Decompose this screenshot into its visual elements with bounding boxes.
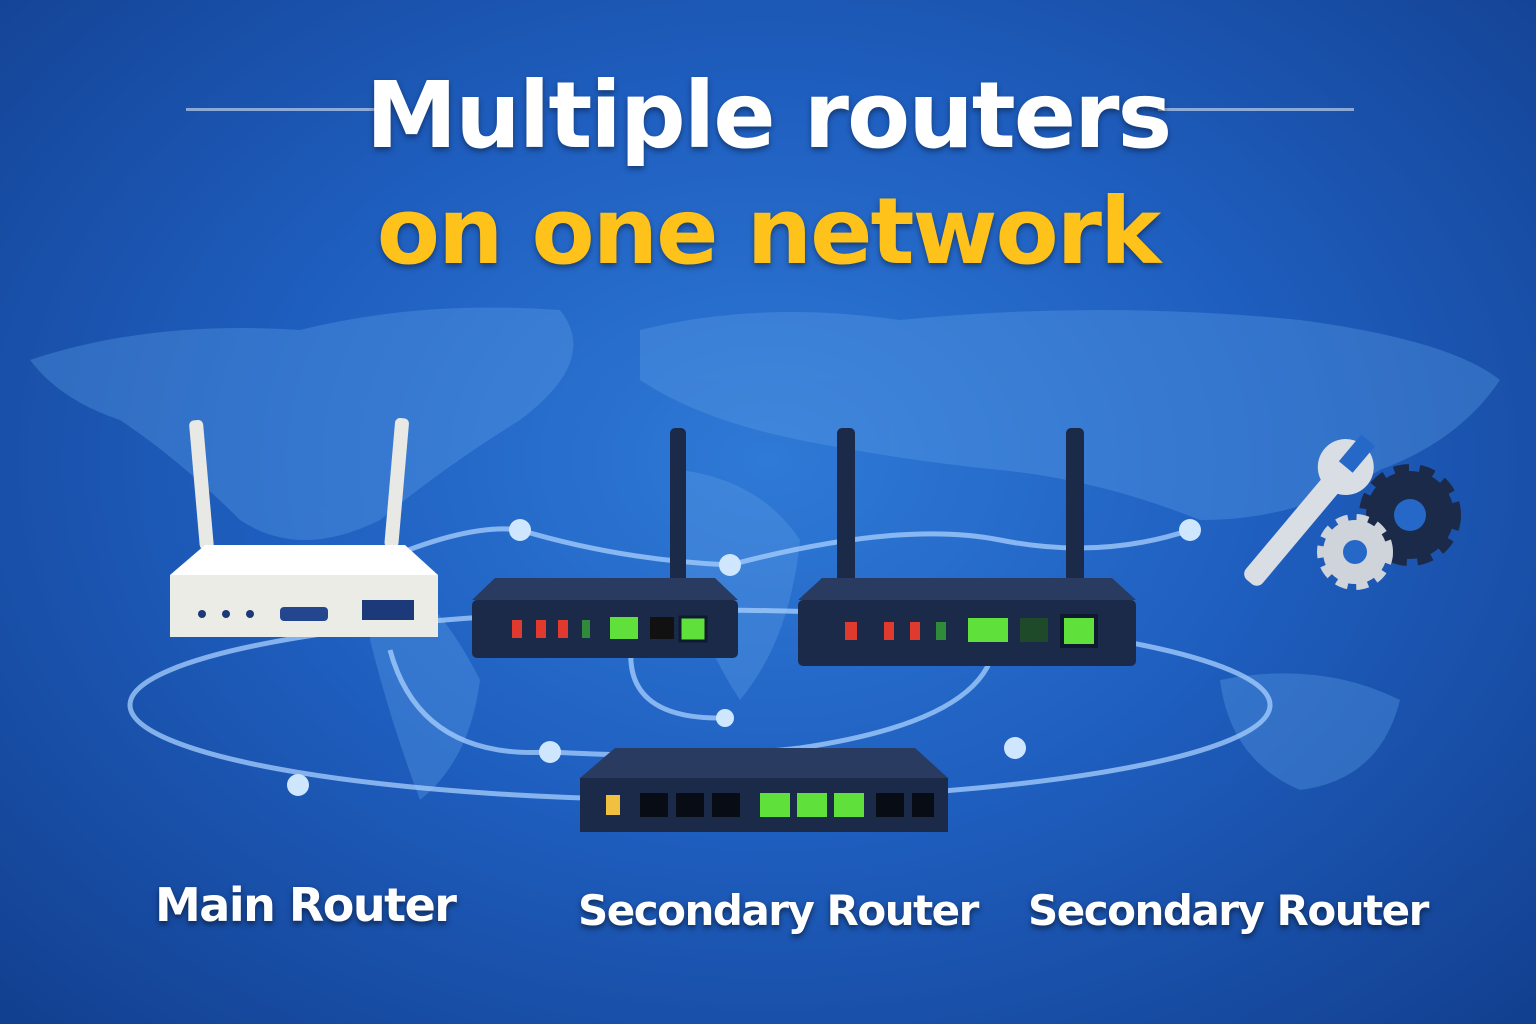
main-router-label: Main Router [155, 878, 457, 932]
link-nodes [287, 519, 1201, 796]
gear-icon-small [1317, 514, 1393, 590]
secondary-router-2-label: Secondary Router [1028, 886, 1429, 935]
secondary-router-1 [472, 428, 738, 658]
title-rule-left [186, 108, 376, 111]
title-rule-right [1158, 108, 1354, 111]
gear-icon [1359, 464, 1461, 566]
wrench-icon [1244, 434, 1376, 586]
secondary-router-1-label: Secondary Router [578, 886, 979, 935]
main-router [170, 418, 438, 637]
title-line-2: on one network [376, 178, 1161, 285]
secondary-router-2 [798, 428, 1136, 666]
title-line-1: Multiple routers [365, 62, 1173, 169]
network-switch [580, 748, 948, 832]
